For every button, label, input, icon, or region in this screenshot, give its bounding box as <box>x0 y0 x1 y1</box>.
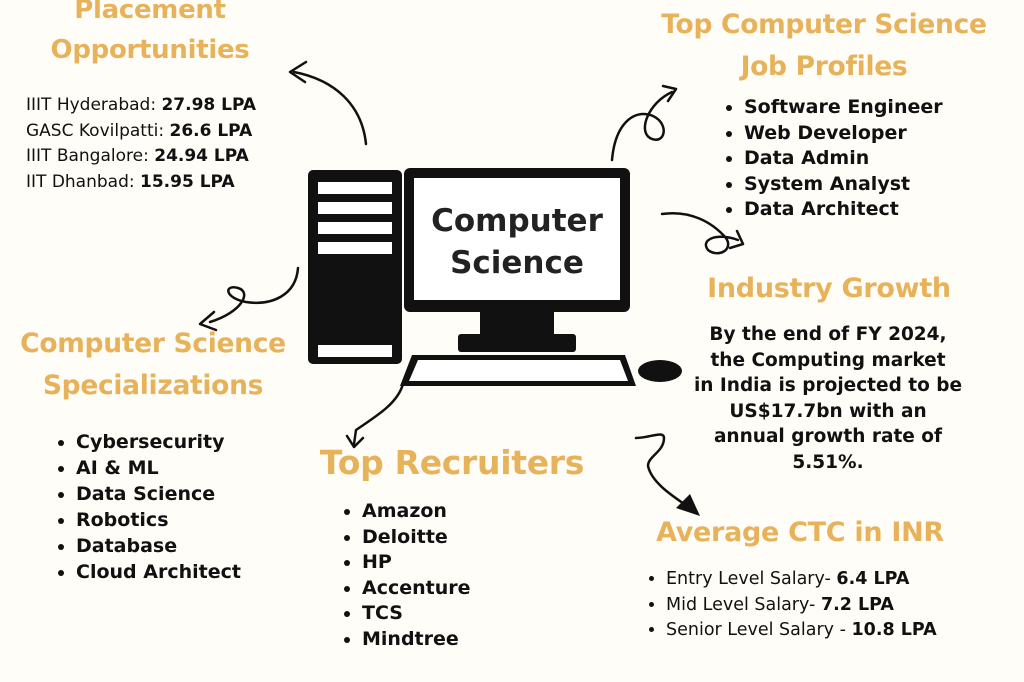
placement-package: 24.94 LPA <box>154 146 249 166</box>
top-recruiters-list: Amazon Deloitte HP Accenture TCS Mindtre… <box>336 499 471 652</box>
list-item: Robotics <box>76 507 241 533</box>
placement-row: IIT Dhanbad: 15.95 LPA <box>26 170 256 196</box>
average-ctc-list: Entry Level Salary- 6.4 LPA Mid Level Sa… <box>644 567 937 644</box>
monitor-icon <box>404 168 630 352</box>
placement-college: IIIT Bangalore: <box>26 146 155 166</box>
list-item: Mindtree <box>362 627 471 653</box>
list-item: Accenture <box>362 576 471 602</box>
curly-arrow-icon <box>660 211 745 255</box>
job-profiles-list: Software Engineer Web Developer Data Adm… <box>718 95 943 223</box>
industry-growth-line: By the end of FY 2024, <box>709 324 947 345</box>
ctc-level: Senior Level Salary - <box>666 620 852 640</box>
placement-list: IIIT Hyderabad: 27.98 LPA GASC Kovilpatt… <box>26 93 256 195</box>
ctc-level: Entry Level Salary- <box>666 569 837 589</box>
placement-row: GASC Kovilpatti: 26.6 LPA <box>26 119 256 145</box>
top-recruiters-heading: Top Recruiters <box>319 443 585 482</box>
placement-package: 27.98 LPA <box>161 95 257 115</box>
list-item: Data Admin <box>744 146 943 172</box>
list-item: Data Architect <box>744 197 943 223</box>
keyboard-icon <box>400 355 636 386</box>
center-title-line: Computer <box>431 203 603 239</box>
list-item: Cybersecurity <box>76 429 241 455</box>
specializations-heading-line: Specializations <box>42 370 264 401</box>
list-item: Data Science <box>76 481 241 507</box>
job-profiles-heading-line: Top Computer Science <box>661 9 987 40</box>
job-profiles-heading-line: Job Profiles <box>740 51 908 82</box>
list-item: Deloitte <box>362 525 471 551</box>
arrowhead-icon <box>676 494 700 516</box>
center-title: Computer Science <box>404 200 630 284</box>
industry-growth-line: the Computing market <box>710 349 946 371</box>
ctc-value: 10.8 LPA <box>851 620 937 640</box>
list-item: TCS <box>362 601 471 627</box>
list-item: Web Developer <box>744 121 943 147</box>
placement-heading-line: Opportunities <box>50 35 250 65</box>
specializations-heading: Computer Science Specializations <box>4 323 302 407</box>
list-item: Amazon <box>362 499 471 525</box>
list-item: System Analyst <box>744 172 943 198</box>
ctc-value: 6.4 LPA <box>836 569 910 589</box>
industry-growth-line: annual growth rate of <box>713 426 943 447</box>
industry-growth-text: By the end of FY 2024, the Computing mar… <box>680 322 976 475</box>
list-item: Database <box>76 533 241 559</box>
curly-arrow-icon <box>198 266 300 332</box>
ctc-row: Mid Level Salary- 7.2 LPA <box>666 593 937 619</box>
industry-growth-line: in India is projected to be <box>693 375 963 396</box>
placement-package: 26.6 LPA <box>169 120 253 141</box>
industry-growth-line: US$17.7bn with an <box>729 400 927 422</box>
placement-heading-line: Placement <box>74 0 226 25</box>
specializations-list: Cybersecurity AI & ML Data Science Robot… <box>50 429 241 585</box>
ctc-value: 7.2 LPA <box>820 594 894 615</box>
placement-row: IIIT Hyderabad: 27.98 LPA <box>26 93 256 119</box>
list-item: AI & ML <box>76 455 241 481</box>
list-item: HP <box>362 550 471 576</box>
curly-arrow-icon <box>288 60 368 146</box>
curly-arrow-icon <box>634 433 692 510</box>
average-ctc-heading: Average CTC in INR <box>656 517 944 548</box>
list-item: Cloud Architect <box>76 559 241 585</box>
placement-college: GASC Kovilpatti: <box>26 120 170 141</box>
ctc-row: Entry Level Salary- 6.4 LPA <box>666 567 937 593</box>
industry-growth-line: 5.51%. <box>792 451 864 473</box>
placement-heading: Placement Opportunities <box>30 0 270 70</box>
placement-college: IIT Dhanbad: <box>26 171 141 192</box>
placement-package: 15.95 LPA <box>140 171 235 192</box>
placement-college: IIIT Hyderabad: <box>26 95 162 115</box>
list-item: Software Engineer <box>744 95 943 121</box>
curly-arrow-icon <box>610 84 678 162</box>
ctc-level: Mid Level Salary- <box>666 594 821 615</box>
curly-arrow-icon <box>345 382 405 449</box>
ctc-row: Senior Level Salary - 10.8 LPA <box>666 618 937 644</box>
mouse-icon <box>638 360 682 382</box>
industry-growth-heading: Industry Growth <box>707 273 951 304</box>
placement-row: IIIT Bangalore: 24.94 LPA <box>26 144 256 170</box>
center-title-line: Science <box>450 245 584 281</box>
job-profiles-heading: Top Computer Science Job Profiles <box>640 4 1008 88</box>
specializations-heading-line: Computer Science <box>20 328 286 359</box>
tower-case-icon <box>308 170 402 364</box>
